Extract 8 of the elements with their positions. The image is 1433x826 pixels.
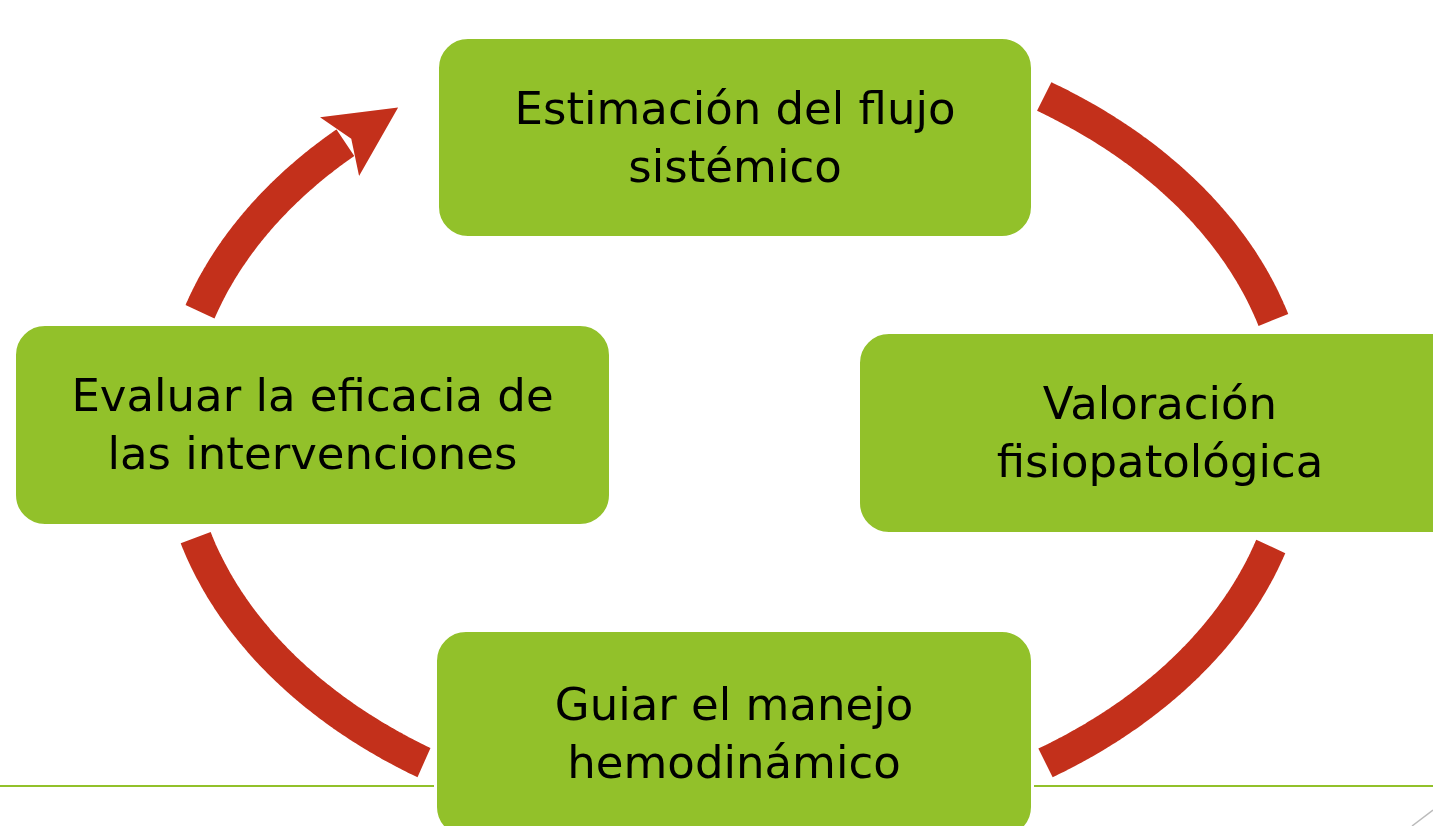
box-label: Valoración fisiopatológica: [995, 376, 1325, 490]
process-box: [434, 629, 1034, 826]
box-label: Estimación del flujo sistémico: [513, 80, 957, 195]
process-box: [436, 36, 1034, 239]
process-box: [13, 323, 612, 527]
box-label: Guiar el manejo hemodinámico: [553, 677, 915, 791]
box-label: Evaluar la eficacia de las intervenciones: [70, 368, 555, 482]
process-box: [857, 331, 1433, 535]
